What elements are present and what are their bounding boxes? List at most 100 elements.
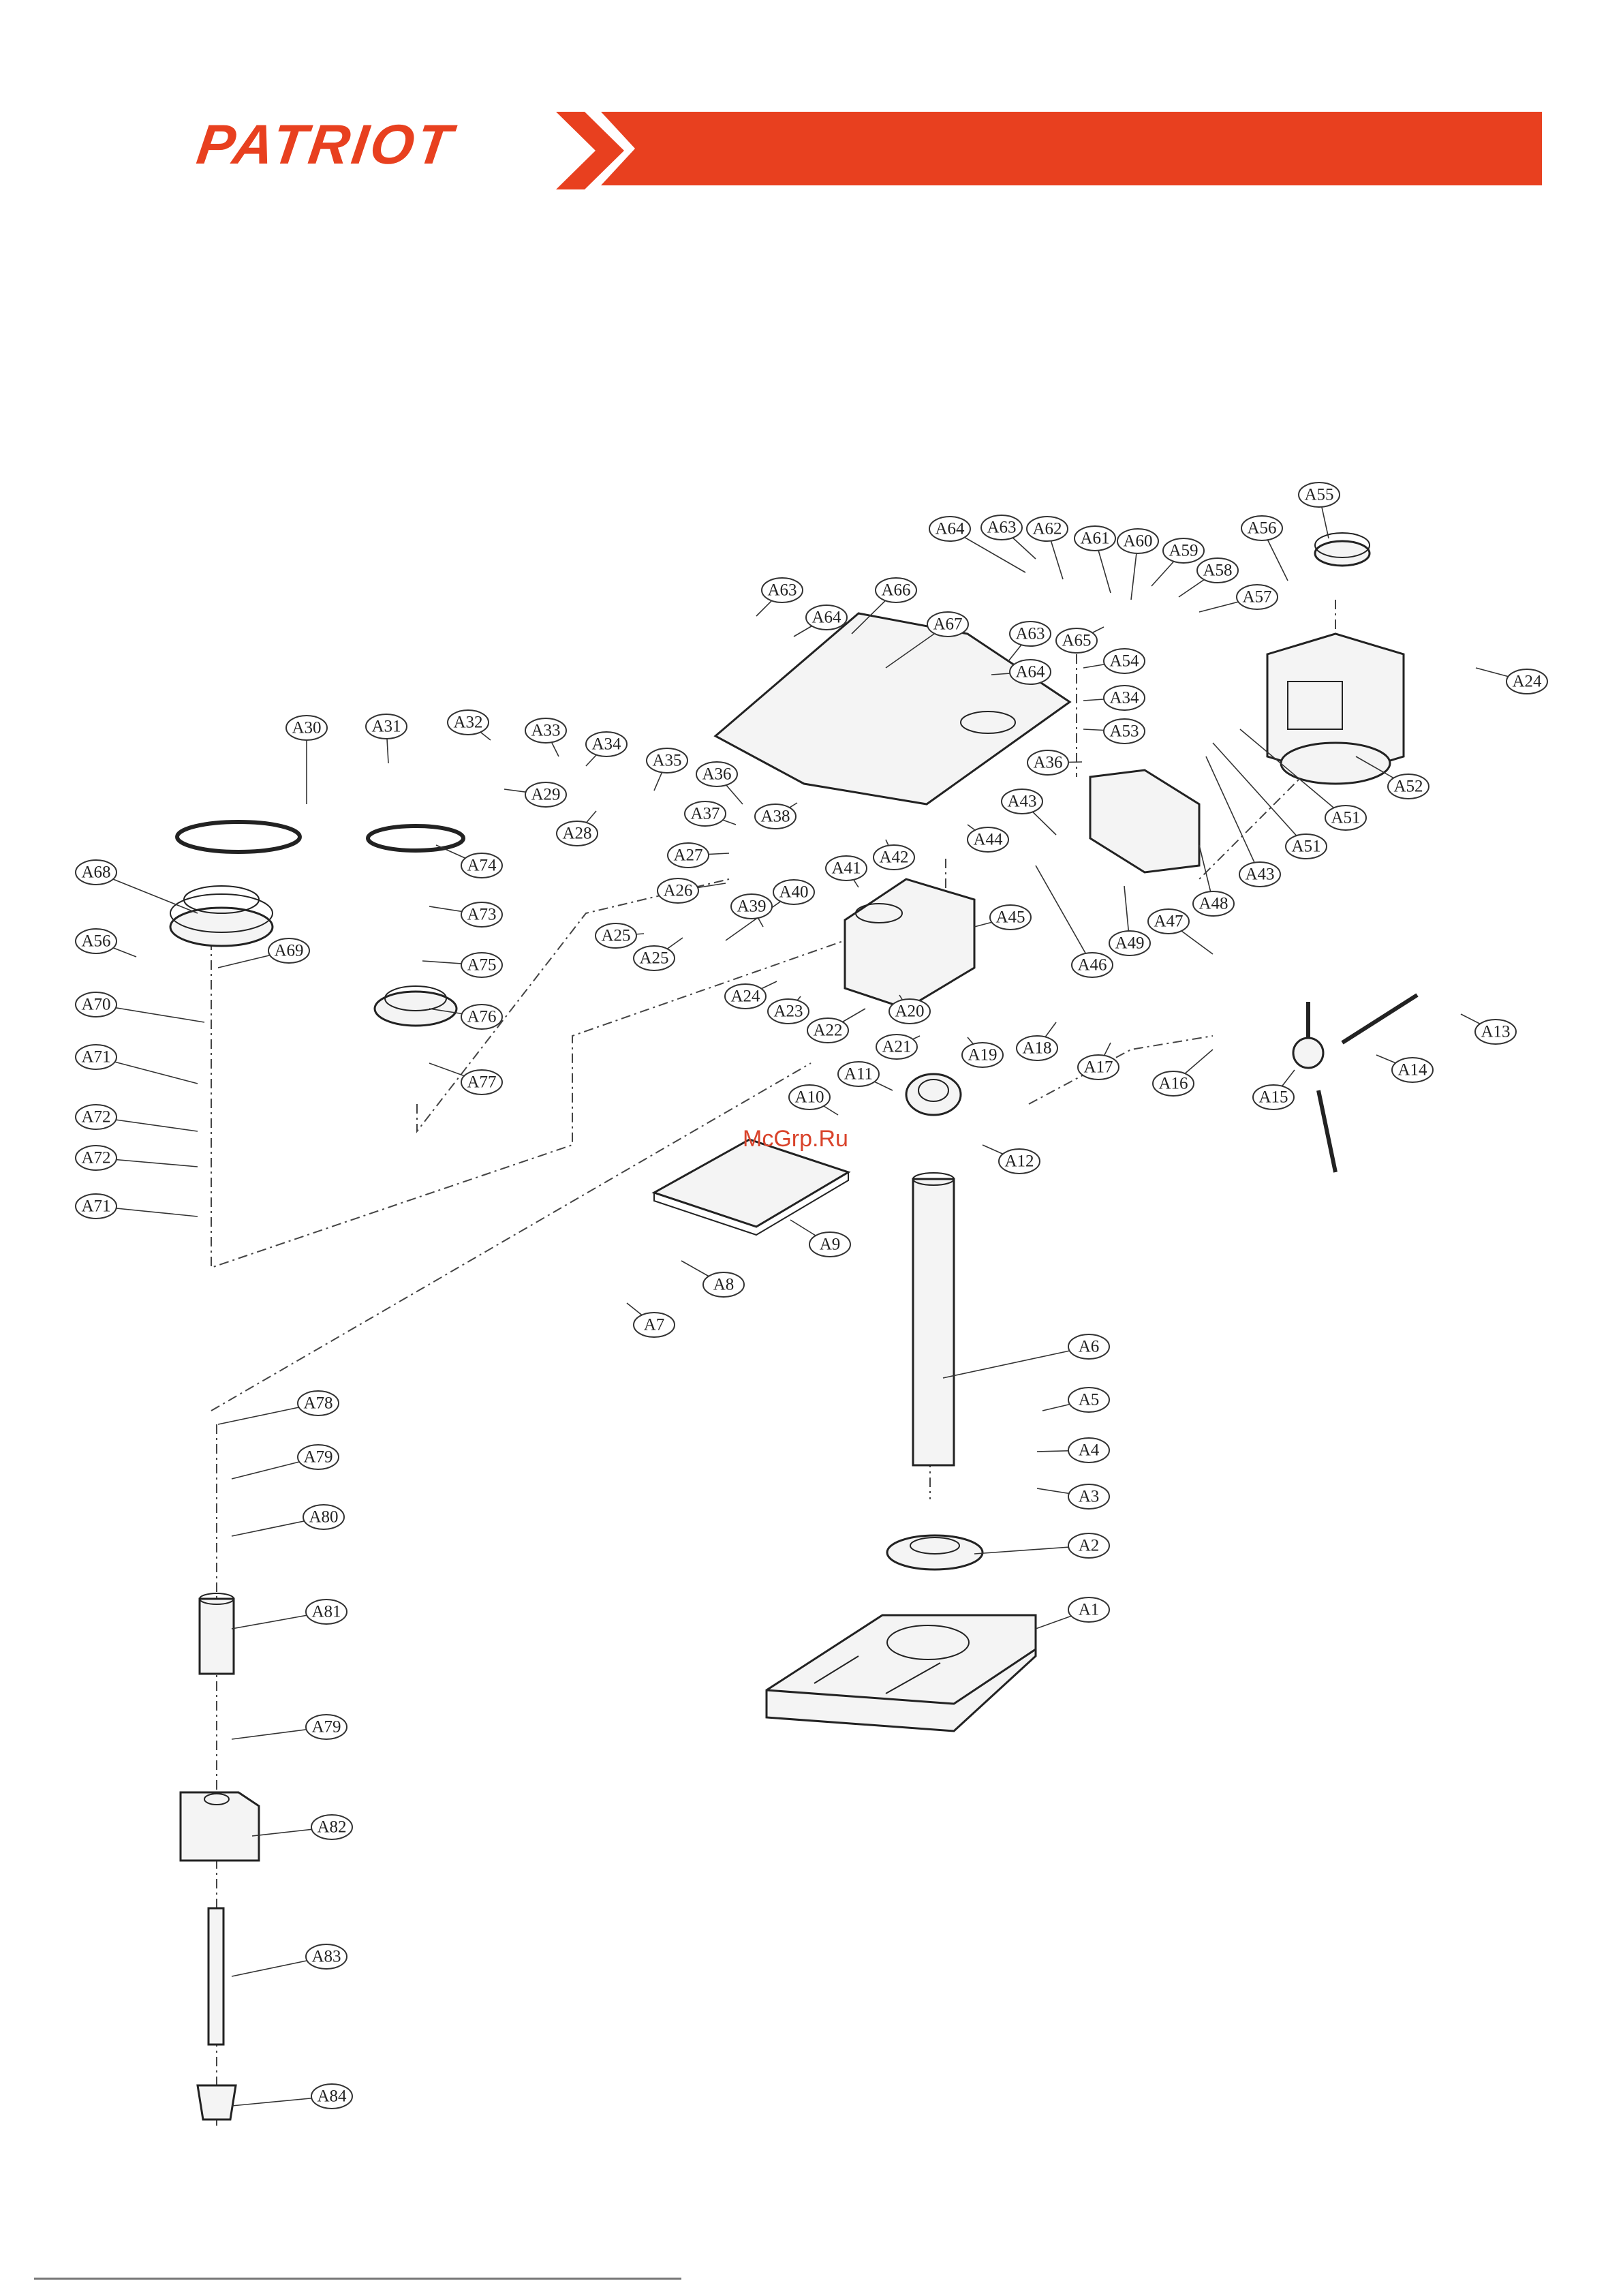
idler-pulley bbox=[373, 985, 458, 1027]
part-label: A44 bbox=[973, 831, 1003, 849]
part-label: A2 bbox=[1079, 1537, 1100, 1555]
part-label: A19 bbox=[968, 1046, 997, 1065]
part-label: A16 bbox=[1158, 1075, 1188, 1093]
part-label: A63 bbox=[1015, 625, 1045, 643]
part-callout-a25: A25 bbox=[595, 923, 637, 949]
part-callout-a20: A20 bbox=[888, 998, 931, 1024]
column-flange bbox=[886, 1534, 984, 1571]
leader-line bbox=[1035, 865, 1093, 966]
part-label: A40 bbox=[779, 883, 808, 902]
quill-housing bbox=[179, 1791, 260, 1862]
part-label: A4 bbox=[1079, 1441, 1100, 1460]
part-callout-a46: A46 bbox=[1071, 952, 1113, 978]
part-callout-a60: A60 bbox=[1117, 528, 1159, 554]
part-callout-a72: A72 bbox=[75, 1104, 117, 1130]
part-callout-a69: A69 bbox=[268, 938, 310, 964]
part-callout-a74: A74 bbox=[461, 853, 503, 878]
part-callout-a17: A17 bbox=[1077, 1054, 1119, 1080]
part-callout-a30: A30 bbox=[285, 715, 328, 741]
part-callout-a71: A71 bbox=[75, 1044, 117, 1070]
part-label: A64 bbox=[935, 520, 965, 538]
part-label: A10 bbox=[794, 1088, 824, 1107]
part-callout-a14: A14 bbox=[1391, 1057, 1434, 1083]
part-callout-a15: A15 bbox=[1252, 1084, 1295, 1110]
part-callout-a82: A82 bbox=[311, 1814, 353, 1840]
part-callout-a24: A24 bbox=[1506, 669, 1548, 694]
part-callout-a32: A32 bbox=[447, 709, 489, 735]
part-callout-a35: A35 bbox=[646, 748, 688, 774]
belt-2 bbox=[366, 824, 465, 853]
part-callout-a22: A22 bbox=[807, 1017, 849, 1043]
header: PATRIOT bbox=[0, 0, 1623, 218]
part-label: A54 bbox=[1109, 652, 1139, 671]
part-label: A34 bbox=[1109, 689, 1139, 707]
part-label: A65 bbox=[1062, 632, 1091, 650]
part-label: A56 bbox=[1247, 519, 1276, 538]
part-callout-a40: A40 bbox=[773, 879, 815, 905]
part-label: A35 bbox=[652, 752, 681, 770]
leader-line bbox=[1239, 729, 1346, 818]
part-callout-a72: A72 bbox=[75, 1145, 117, 1171]
part-callout-a5: A5 bbox=[1068, 1387, 1110, 1413]
quill bbox=[198, 1593, 235, 1675]
part-label: A72 bbox=[81, 1108, 110, 1127]
part-label: A17 bbox=[1083, 1058, 1113, 1077]
part-label: A29 bbox=[531, 786, 560, 804]
part-label: A47 bbox=[1154, 913, 1183, 931]
part-label: A79 bbox=[303, 1448, 333, 1467]
part-callout-a33: A33 bbox=[525, 718, 567, 744]
part-label: A68 bbox=[81, 863, 110, 882]
part-callout-a51: A51 bbox=[1325, 805, 1367, 831]
part-label: A79 bbox=[311, 1718, 341, 1736]
part-label: A60 bbox=[1123, 532, 1152, 551]
part-callout-a63: A63 bbox=[761, 577, 803, 603]
part-label: A3 bbox=[1079, 1488, 1100, 1506]
part-callout-a53: A53 bbox=[1103, 718, 1145, 744]
part-label: A55 bbox=[1304, 486, 1333, 504]
part-callout-a2: A2 bbox=[1068, 1533, 1110, 1559]
part-callout-a55: A55 bbox=[1298, 482, 1340, 508]
part-callout-a54: A54 bbox=[1103, 648, 1145, 674]
part-label: A66 bbox=[881, 581, 910, 600]
part-callout-a36: A36 bbox=[696, 761, 738, 787]
part-label: A71 bbox=[81, 1197, 110, 1216]
part-callout-a3: A3 bbox=[1068, 1484, 1110, 1510]
part-callout-a11: A11 bbox=[837, 1061, 880, 1087]
part-label: A36 bbox=[702, 765, 731, 784]
part-callout-a51: A51 bbox=[1285, 833, 1327, 859]
part-label: A64 bbox=[812, 609, 841, 627]
part-label: A28 bbox=[562, 825, 591, 843]
part-callout-a45: A45 bbox=[989, 904, 1032, 930]
part-callout-a29: A29 bbox=[525, 782, 567, 808]
part-callout-a70: A70 bbox=[75, 992, 117, 1017]
head-casting bbox=[844, 878, 976, 1010]
part-label: A84 bbox=[317, 2087, 347, 2106]
part-callout-a80: A80 bbox=[303, 1504, 345, 1530]
part-callout-a61: A61 bbox=[1074, 525, 1116, 551]
part-callout-a77: A77 bbox=[461, 1069, 503, 1095]
part-callout-a31: A31 bbox=[365, 714, 407, 739]
part-label: A78 bbox=[303, 1394, 333, 1413]
part-label: A61 bbox=[1080, 530, 1109, 548]
part-label: A5 bbox=[1079, 1391, 1100, 1409]
chuck bbox=[196, 2084, 237, 2121]
part-label: A46 bbox=[1077, 956, 1107, 975]
part-callout-a10: A10 bbox=[788, 1084, 831, 1110]
part-callout-a65: A65 bbox=[1055, 628, 1098, 654]
part-callout-a81: A81 bbox=[305, 1599, 347, 1625]
part-label: A51 bbox=[1291, 838, 1320, 856]
part-label: A83 bbox=[311, 1948, 341, 1966]
part-label: A41 bbox=[831, 859, 861, 878]
part-label: A82 bbox=[317, 1818, 346, 1837]
part-label: A27 bbox=[673, 846, 702, 865]
part-callout-a64: A64 bbox=[1009, 659, 1051, 685]
part-callout-a48: A48 bbox=[1192, 891, 1235, 917]
leader-line bbox=[942, 1346, 1089, 1379]
part-callout-a43: A43 bbox=[1001, 789, 1043, 814]
part-callout-a57: A57 bbox=[1236, 584, 1278, 610]
part-callout-a64: A64 bbox=[929, 516, 971, 542]
part-callout-a8: A8 bbox=[702, 1272, 745, 1298]
part-callout-a6: A6 bbox=[1068, 1334, 1110, 1360]
part-label: A76 bbox=[467, 1008, 496, 1026]
